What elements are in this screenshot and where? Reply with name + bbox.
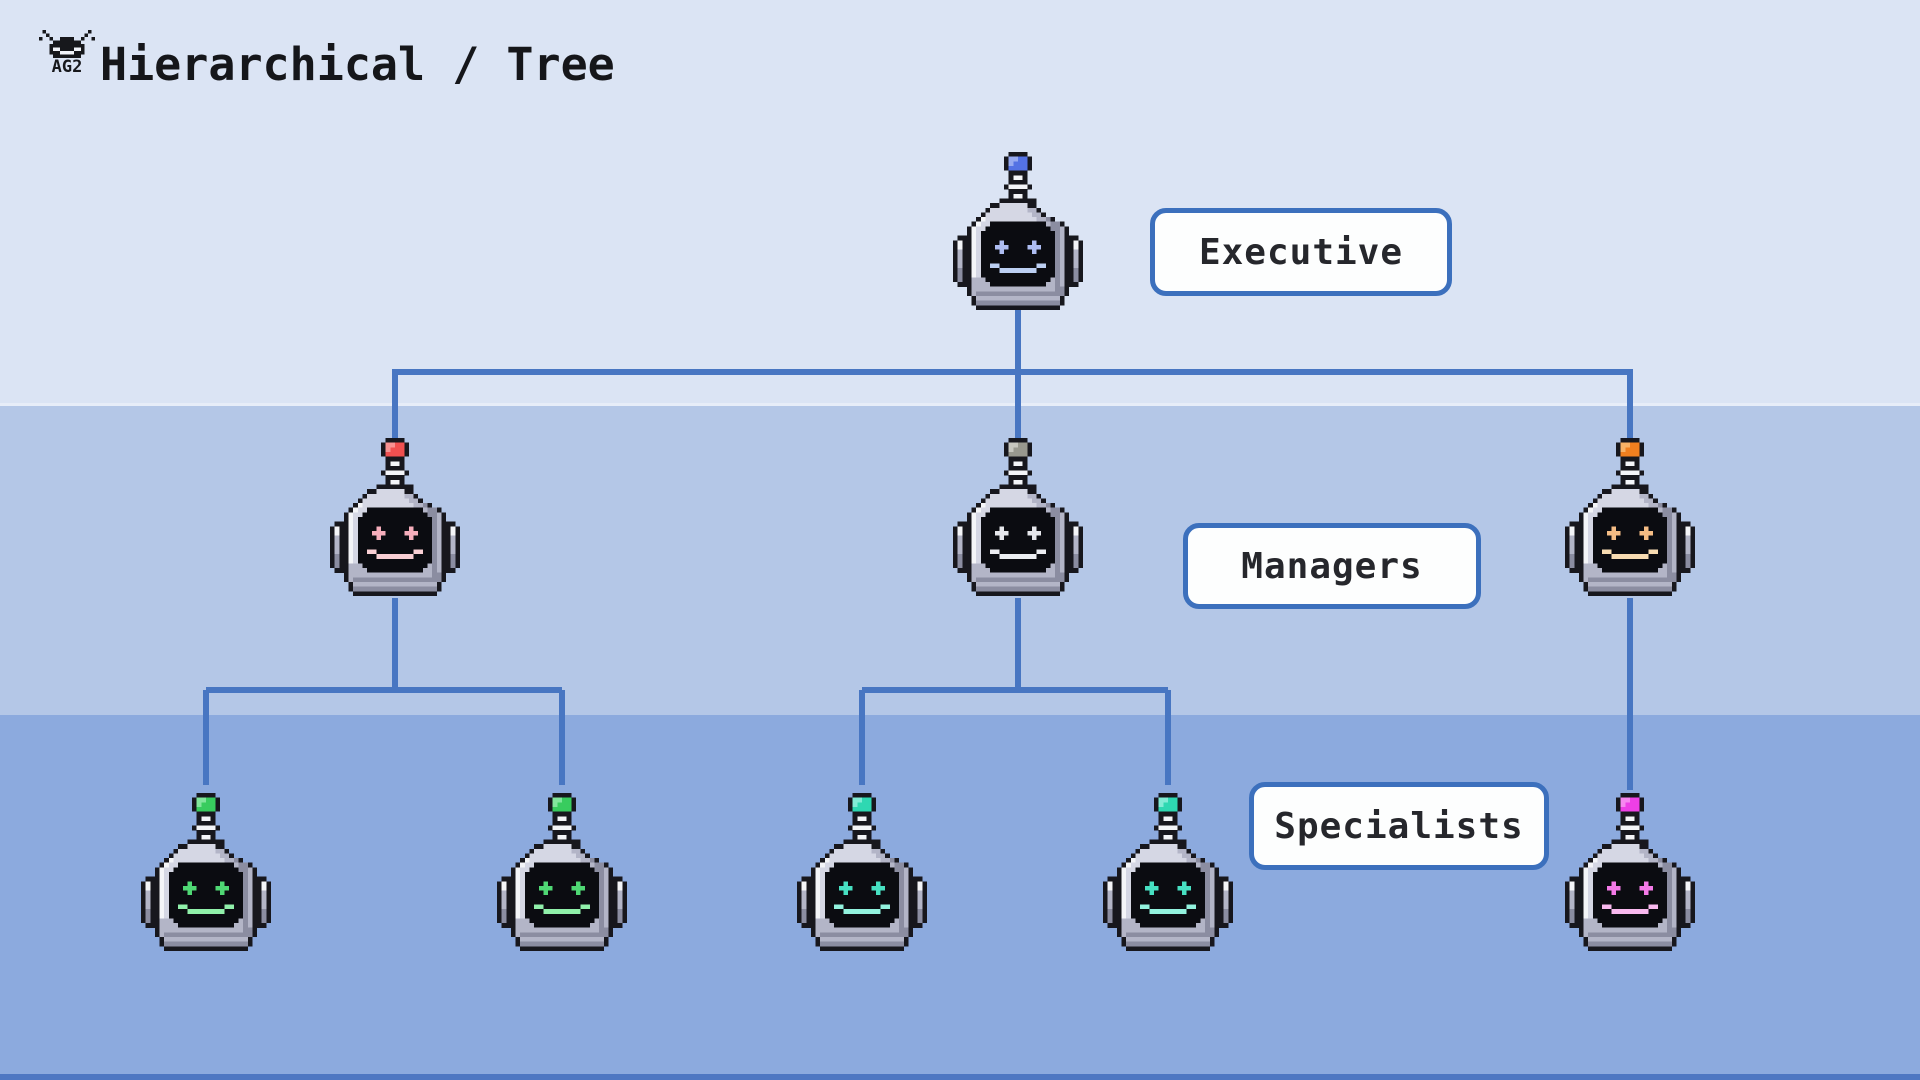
footer-strip (0, 1074, 1920, 1080)
managers-label: Managers (1183, 523, 1481, 609)
robot-manager-2 (953, 438, 1083, 596)
robot-executive (953, 152, 1083, 310)
robot-specialist-1 (141, 793, 271, 951)
robot-manager-1 (330, 438, 460, 596)
robot-specialist-5 (1565, 793, 1695, 951)
robot-specialist-3 (797, 793, 927, 951)
ag2-logo-text: AG2 (51, 57, 83, 77)
ag2-robot-icon (39, 30, 95, 58)
robot-specialist-2 (497, 793, 627, 951)
robot-manager-3 (1565, 438, 1695, 596)
page-title: Hierarchical / Tree (100, 38, 615, 91)
tier-band-executive (0, 0, 1920, 406)
executive-label: Executive (1150, 208, 1452, 296)
specialists-label: Specialists (1249, 782, 1549, 870)
robot-specialist-4 (1103, 793, 1233, 951)
ag2-logo: AG2 (36, 30, 98, 76)
tier-band-divider (0, 403, 1920, 406)
